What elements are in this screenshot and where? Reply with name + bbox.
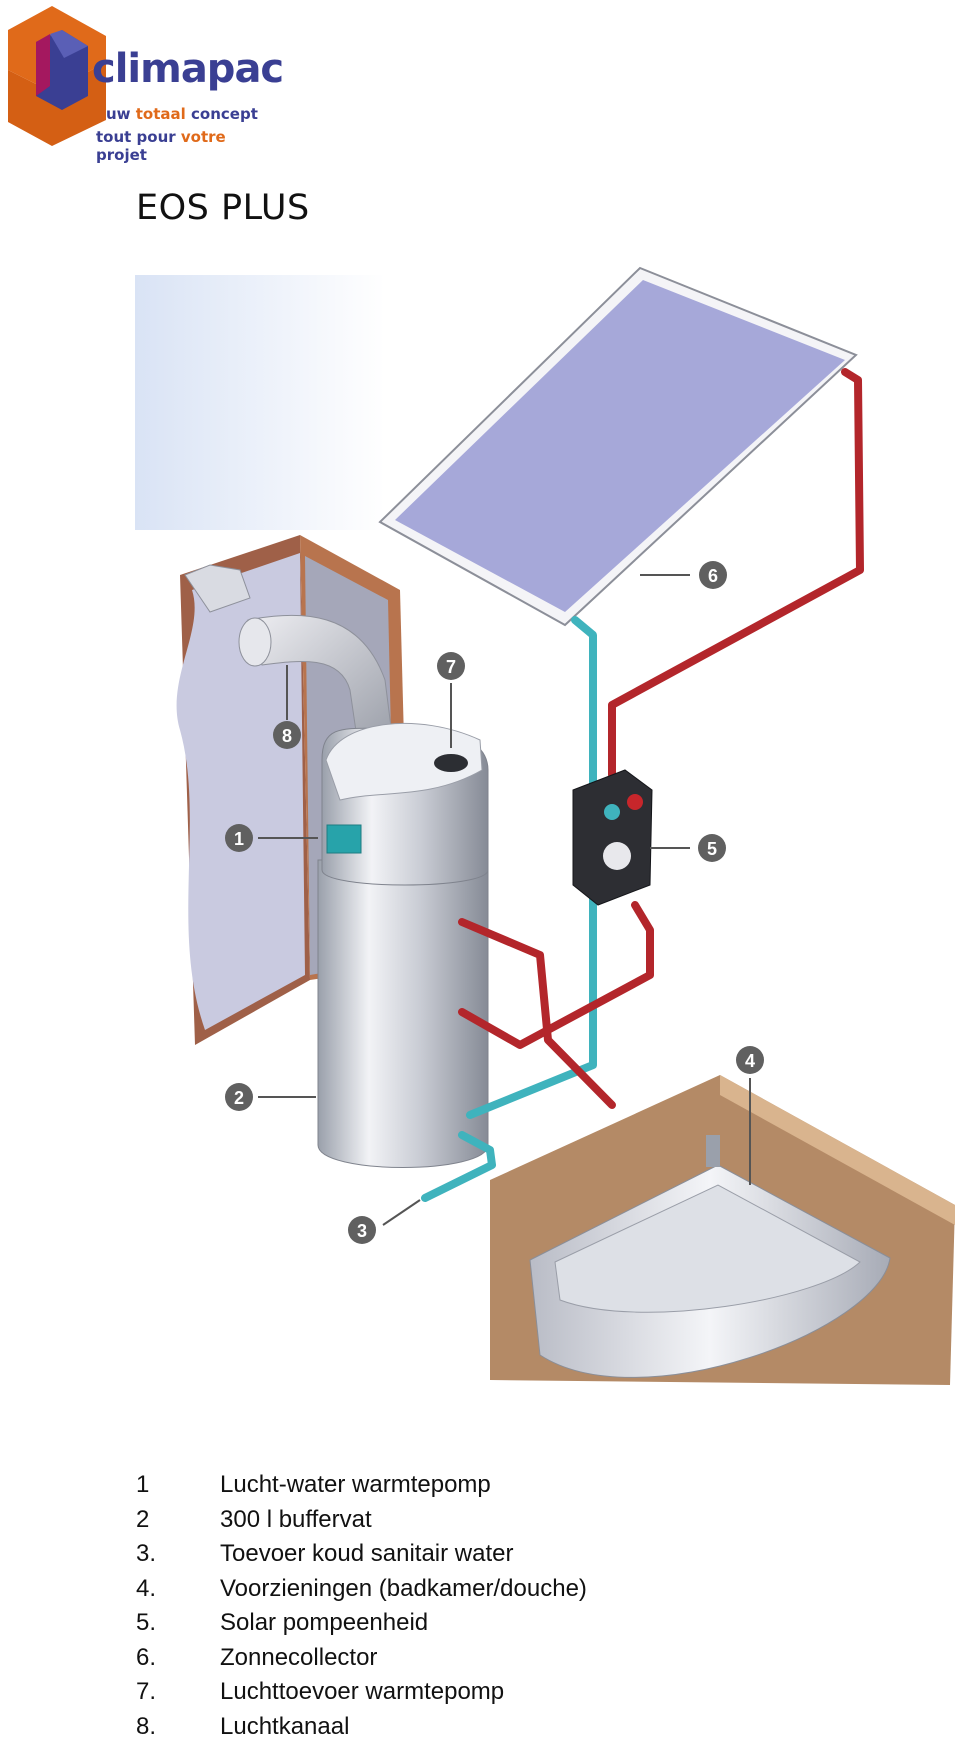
legend-number: 3. — [136, 1540, 220, 1568]
callout-4: 4 — [736, 1046, 764, 1074]
legend-number: 8. — [136, 1713, 220, 1741]
svg-text:4: 4 — [745, 1051, 755, 1071]
legend-item: 7.Luchttoevoer warmtepomp — [136, 1675, 836, 1710]
legend-item: 6.Zonnecollector — [136, 1641, 836, 1676]
legend-label: Toevoer koud sanitair water — [220, 1540, 513, 1568]
legend-number: 7. — [136, 1678, 220, 1706]
legend-label: Zonnecollector — [220, 1644, 377, 1672]
callout-6: 6 — [699, 561, 727, 589]
legend-label: Luchtkanaal — [220, 1713, 349, 1741]
svg-text:6: 6 — [708, 566, 718, 586]
callout-5: 5 — [698, 834, 726, 862]
background-panel — [135, 275, 385, 530]
legend-item: 4.Voorzieningen (badkamer/douche) — [136, 1572, 836, 1607]
logo-name: climapac — [92, 46, 283, 92]
legend-number: 4. — [136, 1575, 220, 1603]
svg-text:2: 2 — [234, 1088, 244, 1108]
svg-text:5: 5 — [707, 839, 717, 859]
solar-pump-unit — [573, 770, 652, 905]
hot-pipe-coil-bottom — [462, 905, 650, 1045]
legend-label: 300 l buffervat — [220, 1506, 372, 1534]
legend-label: Voorzieningen (badkamer/douche) — [220, 1575, 587, 1603]
installation-diagram: 1 2 3 4 5 6 7 8 — [0, 250, 960, 1420]
legend-number: 5. — [136, 1609, 220, 1637]
logo-tagline-fr: tout pour votre projet — [96, 128, 260, 164]
shower-basin — [490, 1075, 955, 1385]
legend-number: 1 — [136, 1471, 220, 1499]
svg-text:8: 8 — [282, 726, 292, 746]
legend-label: Lucht-water warmtepomp — [220, 1471, 491, 1499]
legend-label: Solar pompeenheid — [220, 1609, 428, 1637]
callout-8: 8 — [273, 721, 301, 749]
svg-text:1: 1 — [234, 829, 244, 849]
climapac-logo: climapac uw totaal concept tout pour vot… — [0, 0, 260, 150]
logo-tagline-nl: uw totaal concept — [106, 105, 258, 123]
callout-2: 2 — [225, 1083, 253, 1111]
legend-item: 5.Solar pompeenheid — [136, 1606, 836, 1641]
svg-text:3: 3 — [357, 1221, 367, 1241]
legend-item: 3.Toevoer koud sanitair water — [136, 1537, 836, 1572]
callout-3: 3 — [348, 1216, 376, 1244]
solar-collector — [380, 268, 856, 625]
callout-7: 7 — [437, 652, 465, 680]
callout-1: 1 — [225, 824, 253, 852]
page-title: EOS PLUS — [136, 188, 310, 228]
heat-pump-tank — [318, 723, 488, 1167]
legend-number: 2 — [136, 1506, 220, 1534]
svg-text:7: 7 — [446, 657, 456, 677]
legend-label: Luchttoevoer warmtepomp — [220, 1678, 504, 1706]
legend-number: 6. — [136, 1644, 220, 1672]
